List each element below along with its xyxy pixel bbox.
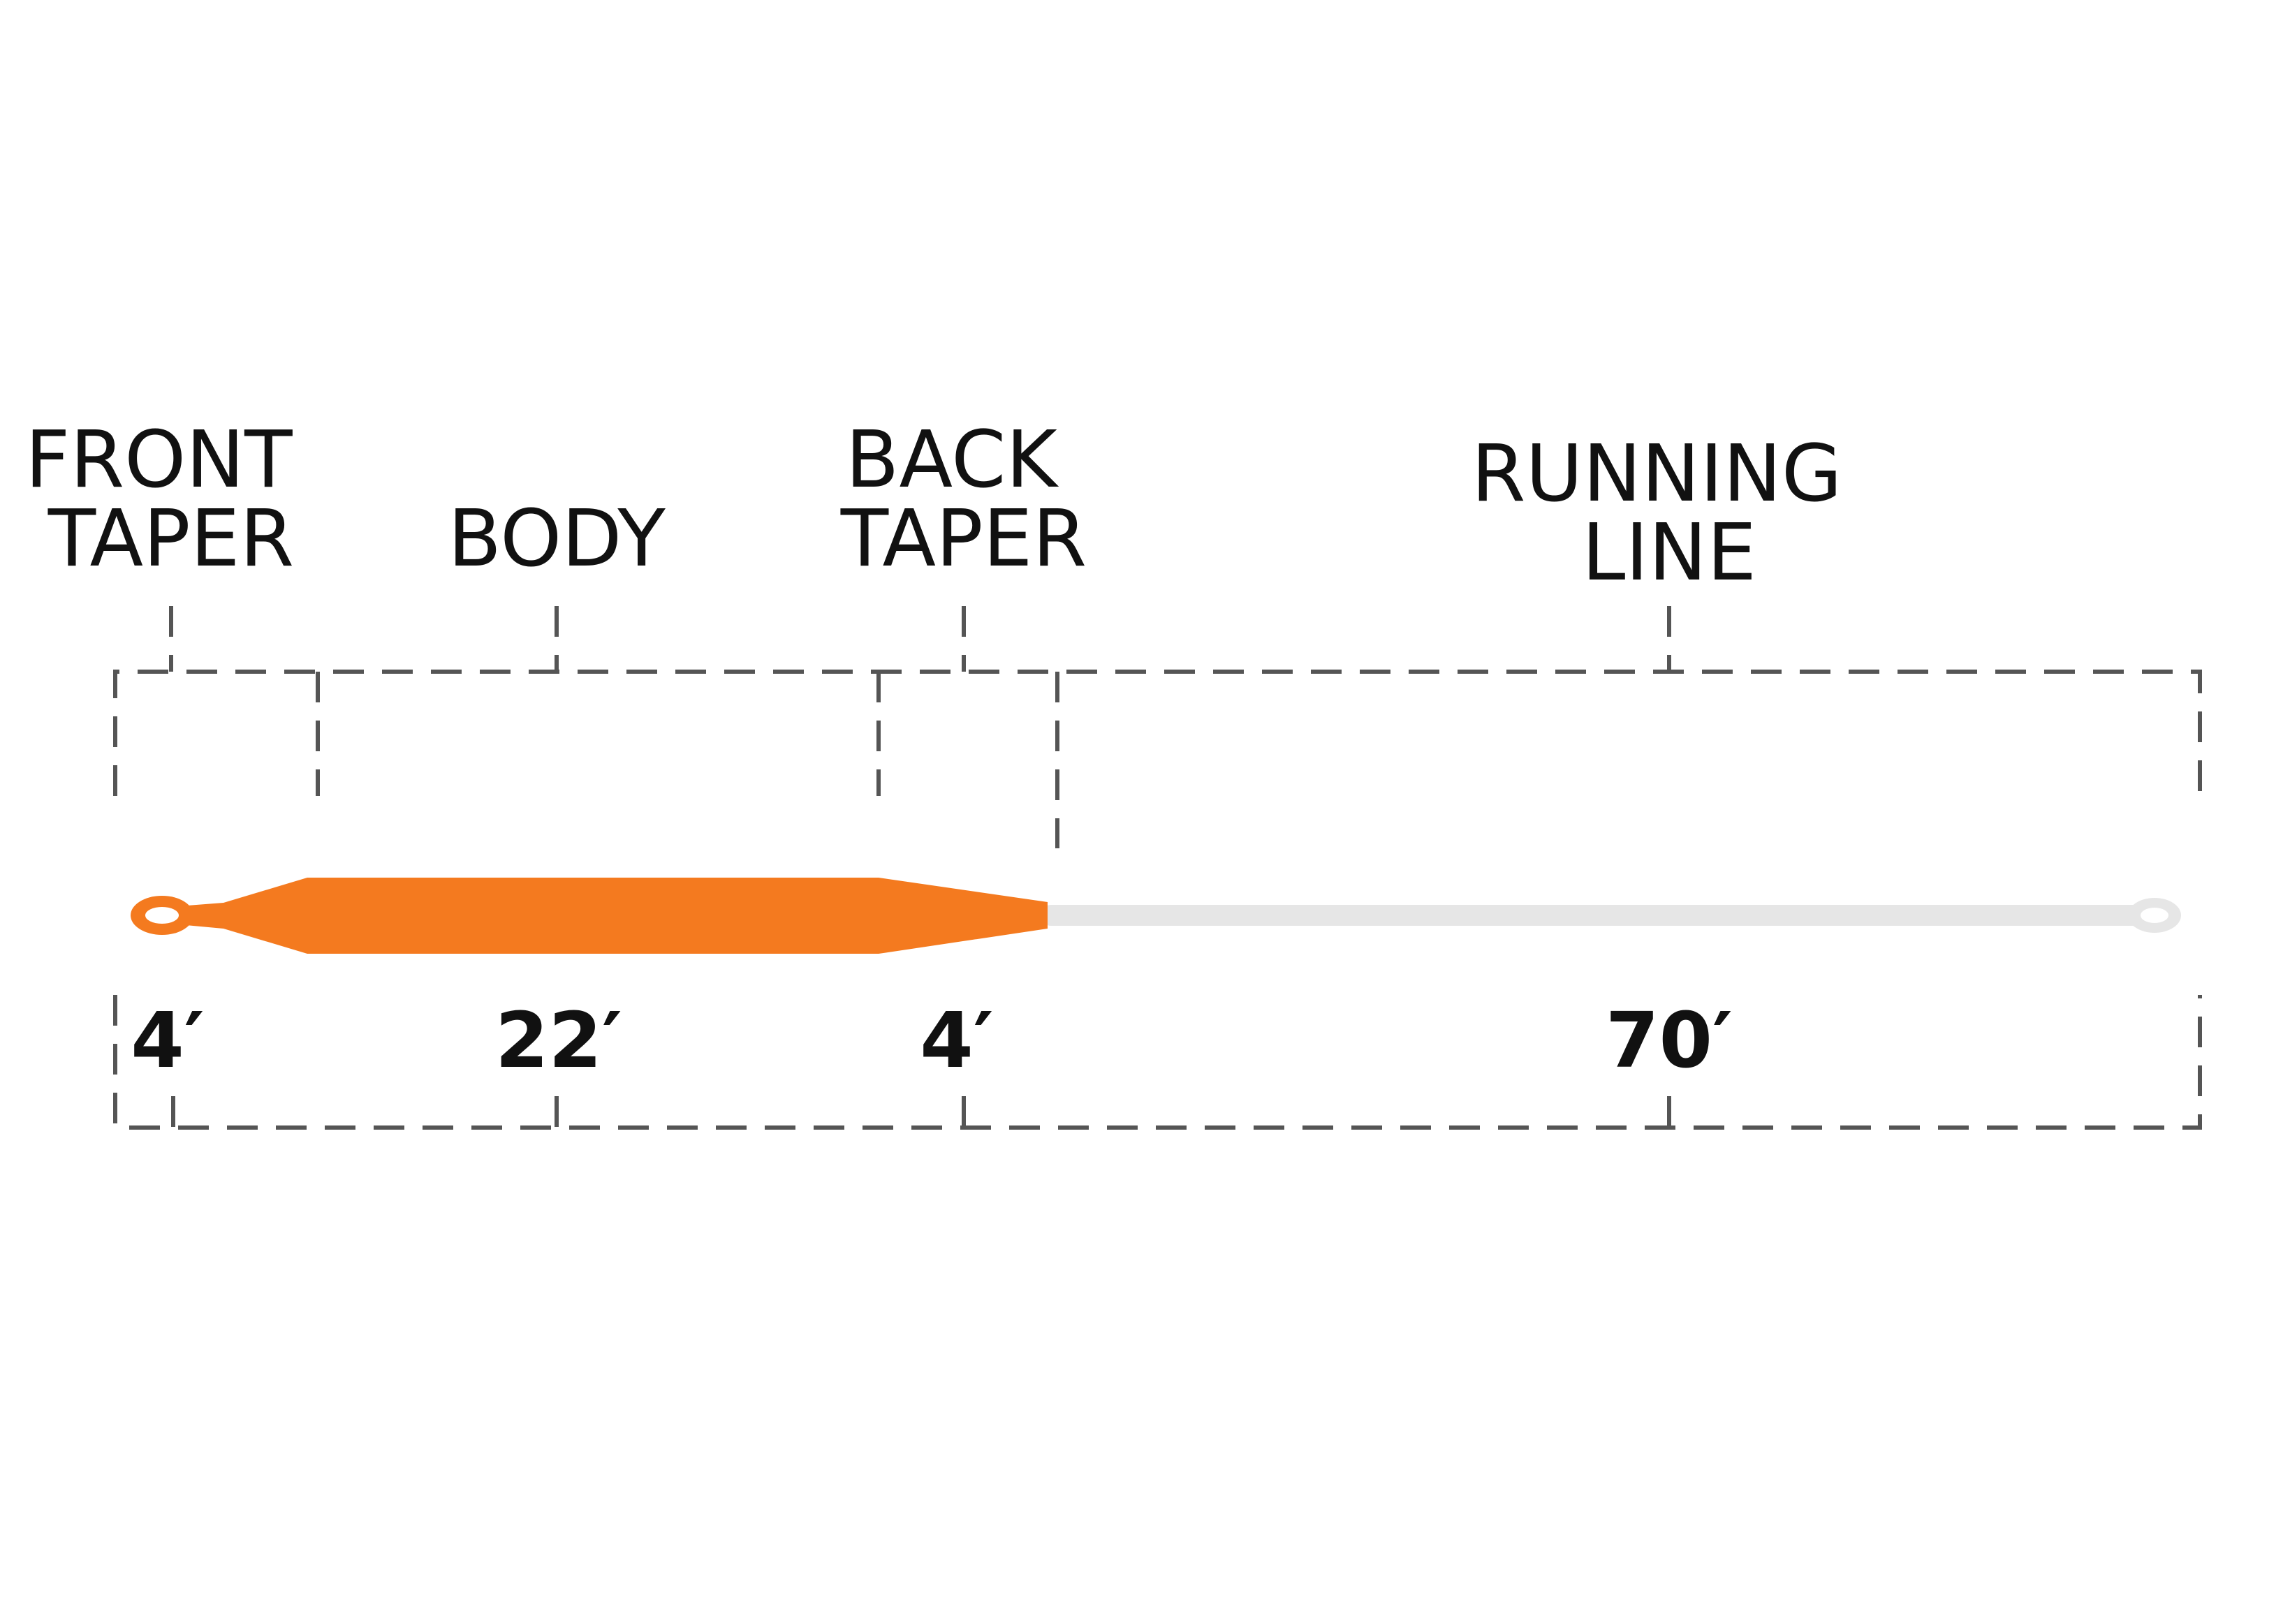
back-taper-label: BACK TAPER <box>840 415 1087 584</box>
head-segment <box>178 878 1048 954</box>
front-taper-label: FRONT TAPER <box>25 415 317 584</box>
body-length: 22′ <box>495 996 622 1085</box>
front-loop-hole <box>145 907 179 924</box>
fly-line <box>131 878 2181 954</box>
running-line-label: RUNNING LINE <box>1471 429 1867 598</box>
bottom-brackets <box>113 995 2202 1130</box>
body-label: BODY <box>448 494 666 584</box>
front-taper-label-line-2: TAPER <box>47 494 294 584</box>
running-line-label-line-1: RUNNING <box>1471 429 1842 519</box>
body-label-line-1: BODY <box>448 494 666 584</box>
front-taper-length: 4′ <box>131 996 205 1085</box>
back-taper-length: 4′ <box>920 996 994 1085</box>
front-taper-label-line-1: FRONT <box>25 415 293 505</box>
back-taper-label-line-1: BACK <box>846 415 1059 505</box>
top-outer-bracket <box>113 670 2202 796</box>
running-line-segment <box>1041 905 2144 926</box>
bottom-outer-bracket <box>113 995 2202 1130</box>
rear-loop-hole <box>2141 908 2168 923</box>
top-brackets <box>113 606 2202 848</box>
running-line-length: 70′ <box>1606 996 1733 1085</box>
back-taper-label-line-2: TAPER <box>840 494 1087 584</box>
running-line-label-line-2: LINE <box>1582 508 1756 598</box>
